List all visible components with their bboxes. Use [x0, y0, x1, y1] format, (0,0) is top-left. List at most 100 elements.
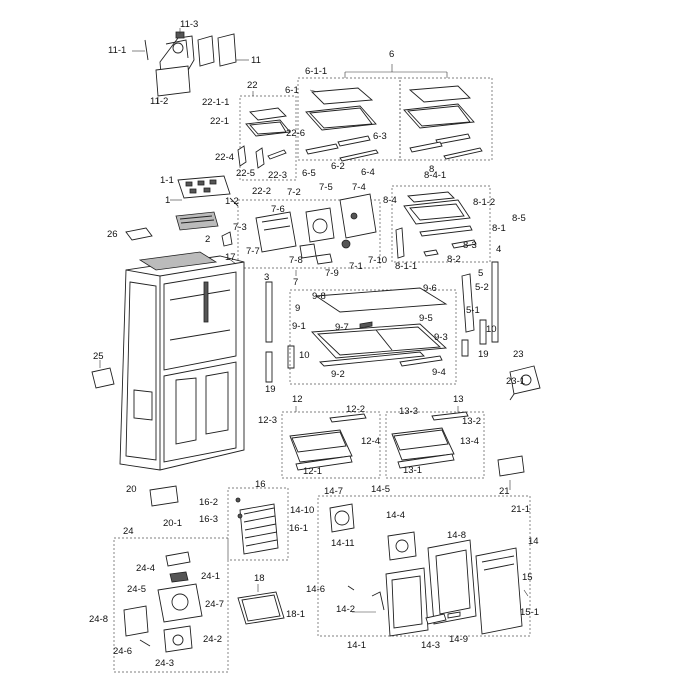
callout-label: 14-1 — [347, 640, 367, 651]
callout-label: 18-1 — [286, 609, 306, 620]
callout-label: 10 — [486, 324, 497, 335]
callout-label: 9-8 — [312, 291, 326, 302]
callout-label: 8-4-1 — [424, 170, 447, 181]
part-group-16-evaporator — [227, 487, 289, 561]
callout-label: 14 — [528, 536, 539, 547]
callout-label: 12-2 — [346, 404, 366, 415]
callout-label: 19 — [265, 384, 276, 395]
callout-label: 12 — [292, 394, 303, 405]
callout-label: 19 — [478, 349, 489, 360]
callout-label: 8-4 — [383, 195, 397, 206]
callout-label: 13-1 — [403, 465, 423, 476]
callout-label: 5-1 — [466, 305, 480, 316]
callout-label: 8-1-2 — [473, 197, 496, 208]
part-group-8-drawer — [391, 185, 491, 263]
callout-label: 10 — [299, 350, 310, 361]
callout-label: 9-6 — [423, 283, 437, 294]
callout-label: 8 — [429, 164, 435, 175]
callout-label: 12-3 — [258, 415, 278, 426]
part-group-20-21 — [149, 455, 525, 507]
callout-label: 20-1 — [163, 518, 183, 529]
callout-label: 7-10 — [368, 255, 388, 266]
callout-label: 6-1 — [285, 85, 299, 96]
callout-label: 6-4 — [361, 167, 375, 178]
callout-label: 24-1 — [201, 571, 221, 582]
callout-label: 9-1 — [292, 321, 306, 332]
callout-label: 1-2 — [225, 196, 239, 207]
callout-label: 24-3 — [155, 658, 175, 669]
callout-label: 14-8 — [447, 530, 467, 541]
callout-label: 5 — [478, 268, 484, 279]
callout-label: 22-1 — [210, 116, 230, 127]
callout-label: 22-3 — [268, 170, 288, 181]
callout-label: 22-6 — [286, 128, 306, 139]
callout-label: 8-1-1 — [395, 261, 418, 272]
callout-label: 6-3 — [373, 131, 387, 142]
callout-label: 9-2 — [331, 369, 345, 380]
callout-label: 9-3 — [434, 332, 448, 343]
callout-label: 23 — [513, 349, 524, 360]
callout-label: 8-3 — [463, 240, 477, 251]
callout-label: 9 — [295, 303, 301, 314]
callout-label: 12-4 — [361, 436, 381, 447]
callout-label: 13-2 — [462, 416, 482, 427]
callout-label: 6-1-1 — [305, 66, 328, 77]
part-group-7-fan-assembly — [237, 193, 381, 276]
callout-label: 24-6 — [113, 646, 133, 657]
callout-label: 4 — [496, 244, 502, 255]
callout-label: 17 — [225, 252, 236, 263]
callout-label: 3 — [264, 272, 270, 283]
callout-label: 12-1 — [303, 466, 323, 477]
callout-label: 11 — [251, 55, 261, 66]
callout-label: 7-6 — [271, 204, 285, 215]
callout-label: 15 — [522, 572, 533, 583]
callout-label: 14-2 — [336, 604, 356, 615]
callout-label: 18 — [254, 573, 265, 584]
misc-small-parts — [221, 231, 499, 383]
callout-label: 14-10 — [290, 505, 315, 516]
callout-label: 9-5 — [419, 313, 433, 324]
callout-label: 7-1 — [349, 261, 363, 272]
callout-label: 7-9 — [325, 268, 339, 279]
callout-label: 14-4 — [386, 510, 406, 521]
callout-label: 8-5 — [512, 213, 526, 224]
callout-label: 7-8 — [289, 255, 303, 266]
callout-label: 23-1 — [506, 376, 526, 387]
callout-label: 16 — [255, 479, 266, 490]
callout-label: 25 — [93, 351, 104, 362]
callout-label: 16-1 — [289, 523, 309, 534]
callout-label: 24-8 — [89, 614, 109, 625]
callout-label: 7 — [293, 277, 299, 288]
callout-label: 14-9 — [449, 634, 469, 645]
fridge-cabinet — [119, 251, 245, 471]
part-group-18-bin — [237, 584, 285, 625]
callout-label: 8-2 — [447, 254, 461, 265]
callout-label: 9-4 — [432, 367, 446, 378]
callout-label: 13-3 — [399, 406, 419, 417]
callout-label: 6 — [389, 49, 395, 60]
callout-label: 22-5 — [236, 168, 256, 179]
callout-label: 22-1-1 — [202, 97, 230, 108]
callout-label: 9-7 — [335, 322, 349, 333]
callout-label: 16-2 — [199, 497, 219, 508]
callout-label: 7-2 — [287, 187, 301, 198]
callout-label: 14-7 — [324, 486, 344, 497]
callout-label: 7-3 — [233, 222, 247, 233]
part-group-6-shelves — [297, 64, 493, 162]
callout-label: 11-1 — [108, 45, 127, 56]
callout-label: 21 — [499, 486, 510, 497]
part-group-9-crisper-cover — [289, 287, 457, 385]
callout-label: 7-5 — [319, 182, 333, 193]
callout-label: 14-3 — [421, 640, 441, 651]
callout-label: 24-5 — [127, 584, 147, 595]
callout-label: 14-11 — [331, 538, 355, 549]
part-group-14-door — [317, 495, 531, 637]
callout-label: 5-2 — [475, 282, 489, 293]
callout-label: 11-2 — [150, 96, 169, 107]
callout-label: 7-4 — [352, 182, 366, 193]
callout-label: 24-7 — [205, 599, 225, 610]
callout-label: 7-7 — [246, 246, 260, 257]
callout-label: 24-4 — [136, 563, 156, 574]
callout-label: 22 — [247, 80, 258, 91]
